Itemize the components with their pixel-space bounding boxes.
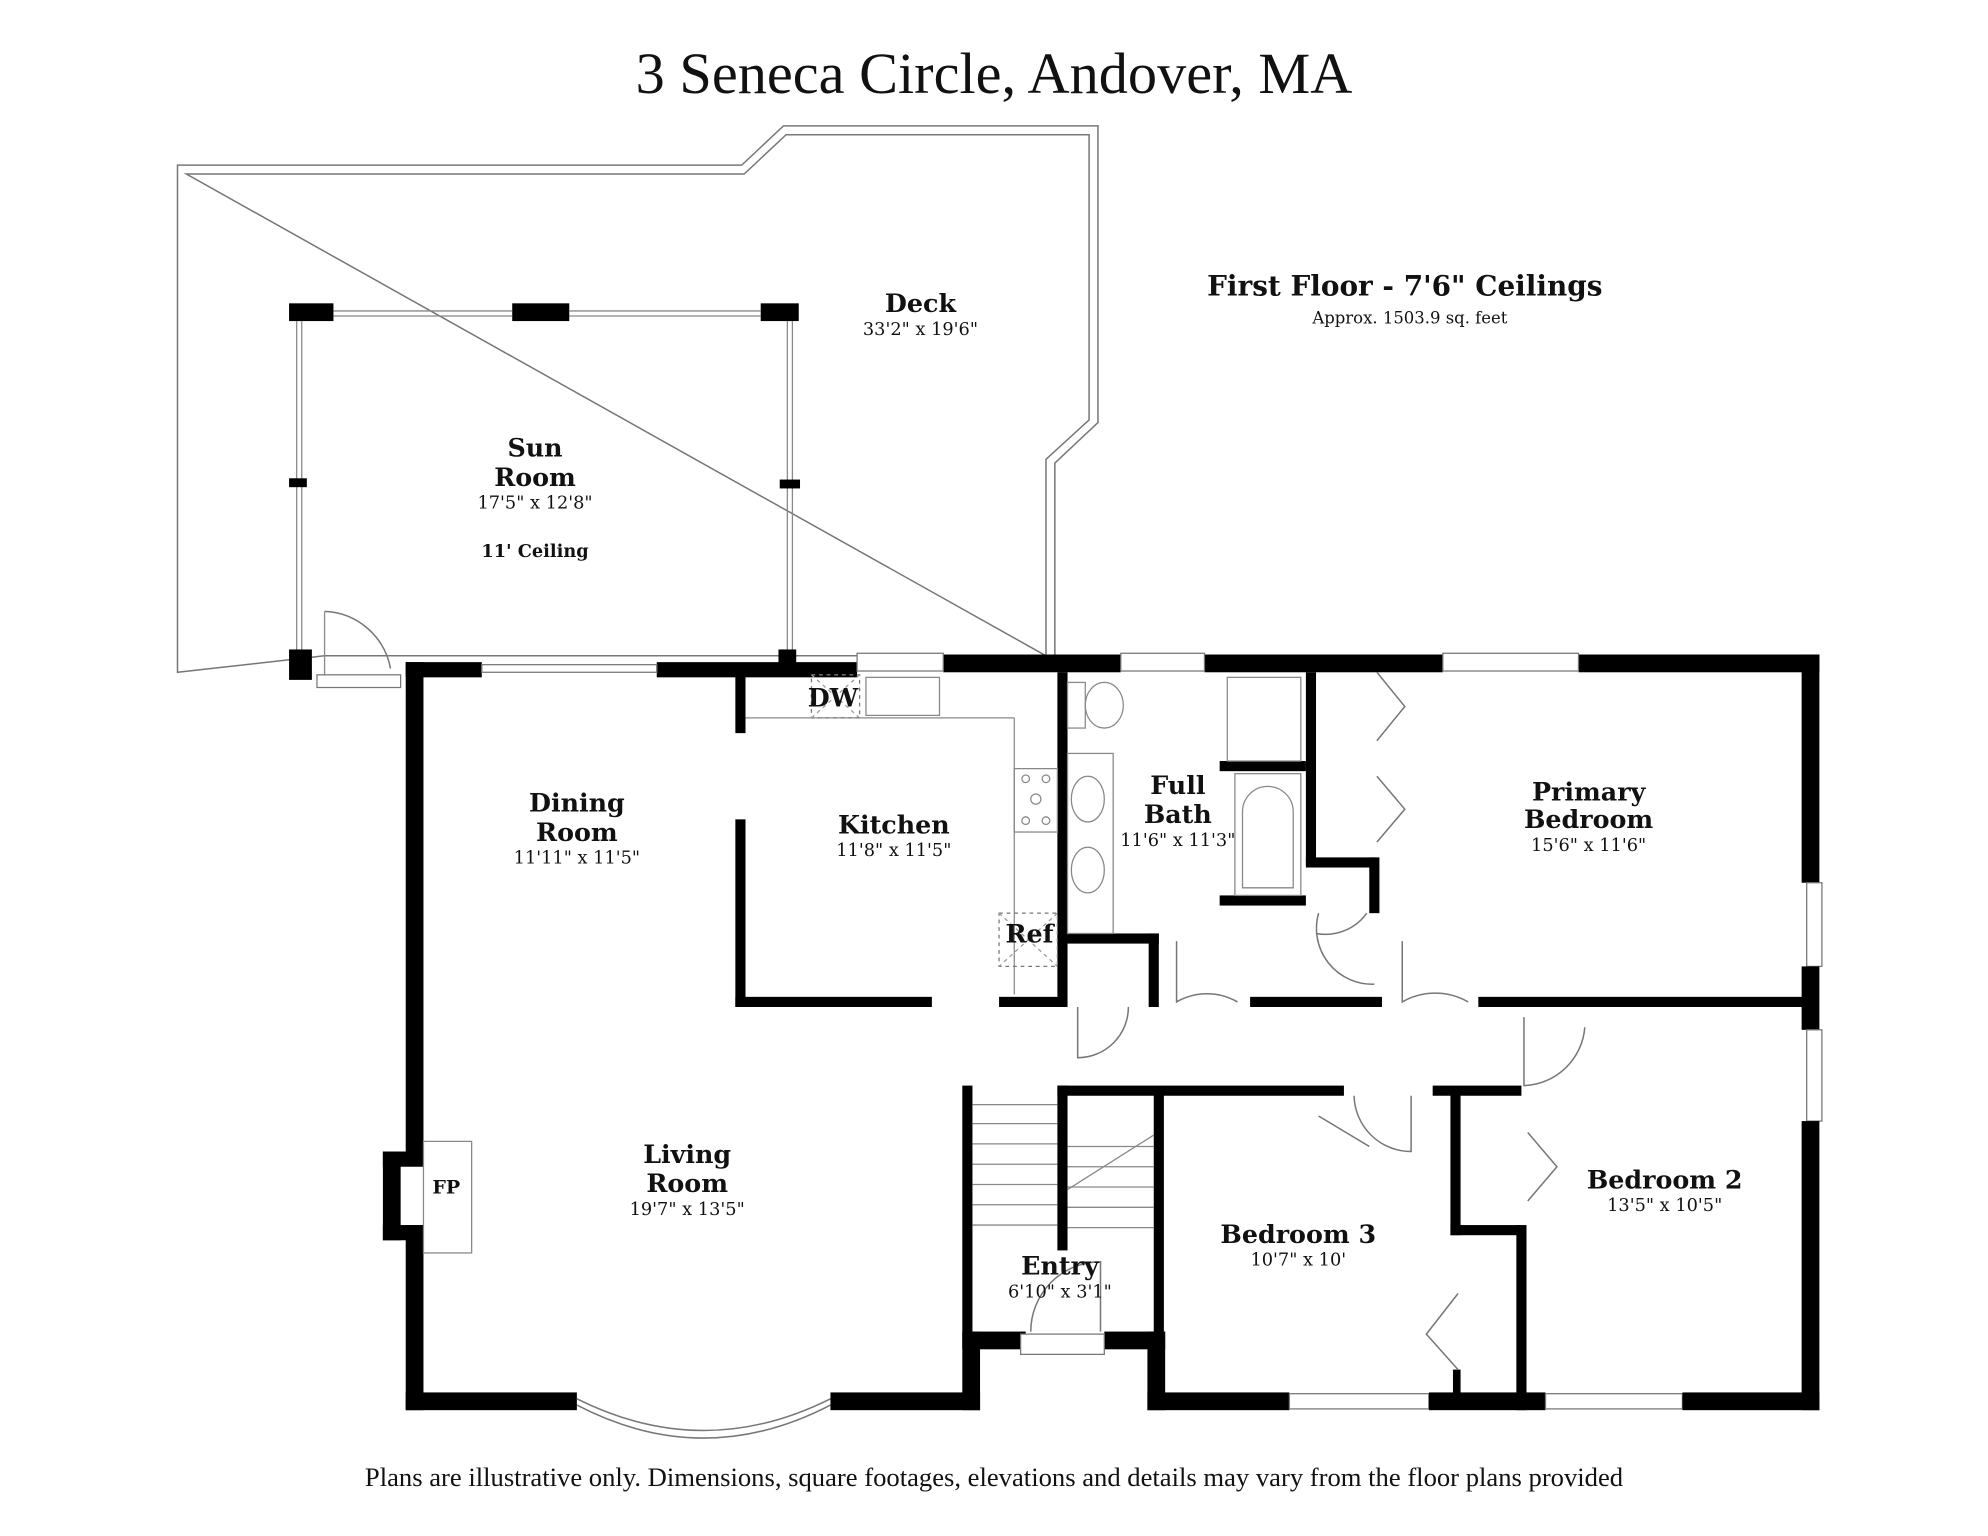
sun-room-label-2: Room (494, 462, 576, 492)
kitchen-fixtures (745, 674, 1059, 995)
kitchen-dims: 11'8" x 11'5" (836, 841, 951, 861)
full-bath-label-2: Bath (1144, 799, 1212, 829)
full-bath-label-1: Full (1150, 770, 1205, 800)
fireplace-hearth (422, 1140, 473, 1254)
primary-bedroom-label-2: Bedroom (1524, 804, 1653, 834)
dining-room-label-2: Room (536, 817, 618, 847)
full-bath-dims: 11'6" x 11'3" (1120, 831, 1235, 851)
bedroom-3-label: Bedroom 3 (1220, 1219, 1376, 1249)
bedroom-2-dims: 13'5" x 10'5" (1607, 1196, 1722, 1216)
living-room-label-2: Room (646, 1168, 728, 1198)
bedroom-3-dims: 10'7" x 10' (1250, 1251, 1346, 1271)
sun-room-dims: 17'5" x 12'8" (477, 494, 592, 514)
stairs (972, 1103, 1155, 1229)
entry-label: Entry (1021, 1251, 1100, 1281)
dishwasher-label: DW (808, 683, 859, 713)
floor-area: Approx. 1503.9 sq. feet (1311, 309, 1507, 328)
entry-dims: 6'10" x 3'1" (1008, 1282, 1112, 1302)
bedroom-2-label: Bedroom 2 (1587, 1164, 1743, 1194)
dining-room-label-1: Dining (529, 788, 625, 818)
living-room-dims: 19'7" x 13'5" (630, 1200, 745, 1220)
disclaimer: Plans are illustrative only. Dimensions,… (365, 1462, 1623, 1492)
living-room-label-1: Living (643, 1139, 731, 1169)
dining-room-dims: 11'11" x 11'5" (514, 849, 640, 869)
primary-bedroom-label-1: Primary (1532, 776, 1647, 806)
house-walls (382, 652, 1823, 1439)
bath-fixtures (1066, 676, 1302, 935)
primary-bedroom-dims: 15'6" x 11'6" (1531, 836, 1646, 856)
floor-heading: First Floor - 7'6" Ceilings (1207, 270, 1602, 303)
deck-dims: 33'2" x 19'6" (863, 320, 978, 340)
refrigerator-label: Ref (1005, 918, 1055, 948)
fireplace-label: FP (432, 1176, 460, 1198)
door-swings (1030, 671, 1586, 1371)
sun-room-label-1: Sun (507, 433, 562, 463)
deck-label: Deck (885, 288, 957, 318)
sun-room-walls (289, 303, 801, 689)
page-title: 3 Seneca Circle, Andover, MA (636, 41, 1353, 106)
interior-walls (735, 672, 1811, 1411)
kitchen-label: Kitchen (838, 809, 950, 839)
sun-room-ceiling-note: 11' Ceiling (481, 541, 588, 562)
deck-outline (176, 125, 1099, 674)
